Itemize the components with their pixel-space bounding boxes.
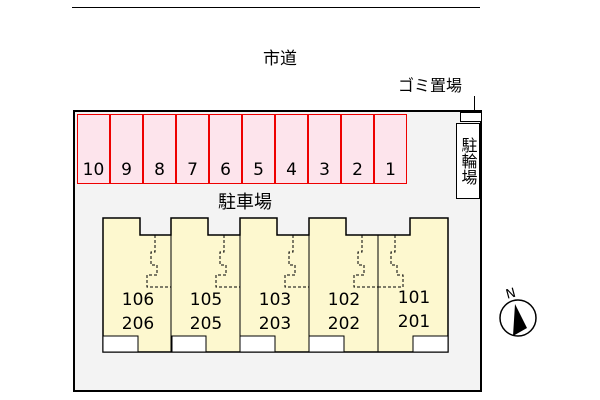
stall-number: 3 (319, 160, 330, 180)
unit-number: 105 (189, 290, 223, 310)
unit-number: 101 (397, 288, 431, 308)
compass-label: N (504, 286, 517, 303)
compass-needle (513, 304, 527, 336)
parking-stall: 6 (209, 114, 242, 184)
parking-label: 駐車場 (218, 192, 272, 213)
unit-number: 205 (189, 314, 223, 334)
trash-area (460, 112, 482, 122)
road-line (72, 7, 480, 8)
parking-stall: 10 (77, 114, 110, 184)
stall-number: 6 (220, 160, 231, 180)
parking-stall: 8 (143, 114, 176, 184)
unit-number: 206 (121, 314, 155, 334)
stall-number: 9 (121, 160, 132, 180)
stall-number: 5 (253, 160, 264, 180)
stall-number: 1 (385, 160, 396, 180)
bike-parking-label: 駐輪場 (458, 137, 478, 185)
road-label: 市道 (263, 49, 297, 69)
parking-stall: 1 (374, 114, 407, 184)
stall-number: 2 (352, 160, 363, 180)
parking-stall: 9 (110, 114, 143, 184)
parking-stall: 4 (275, 114, 308, 184)
stall-number: 8 (154, 160, 165, 180)
stairs (146, 235, 404, 288)
stall-number: 4 (286, 160, 297, 180)
bike-parking: 駐輪場 (456, 123, 480, 199)
unit-number: 102 (327, 290, 361, 310)
unit-number: 201 (397, 312, 431, 332)
parking-stall: 5 (242, 114, 275, 184)
parking-stall: 3 (308, 114, 341, 184)
unit-number: 106 (121, 290, 155, 310)
parking-stall: 2 (341, 114, 374, 184)
unit-number: 203 (258, 314, 292, 334)
entrances (102, 335, 449, 353)
compass: N (499, 286, 537, 337)
stall-number: 7 (187, 160, 198, 180)
parking-stall: 7 (176, 114, 209, 184)
stall-number: 10 (82, 160, 105, 180)
trash-leader-line (474, 96, 475, 112)
trash-label: ゴミ置場 (398, 76, 463, 95)
unit-number: 103 (258, 290, 292, 310)
unit-number: 202 (327, 314, 361, 334)
